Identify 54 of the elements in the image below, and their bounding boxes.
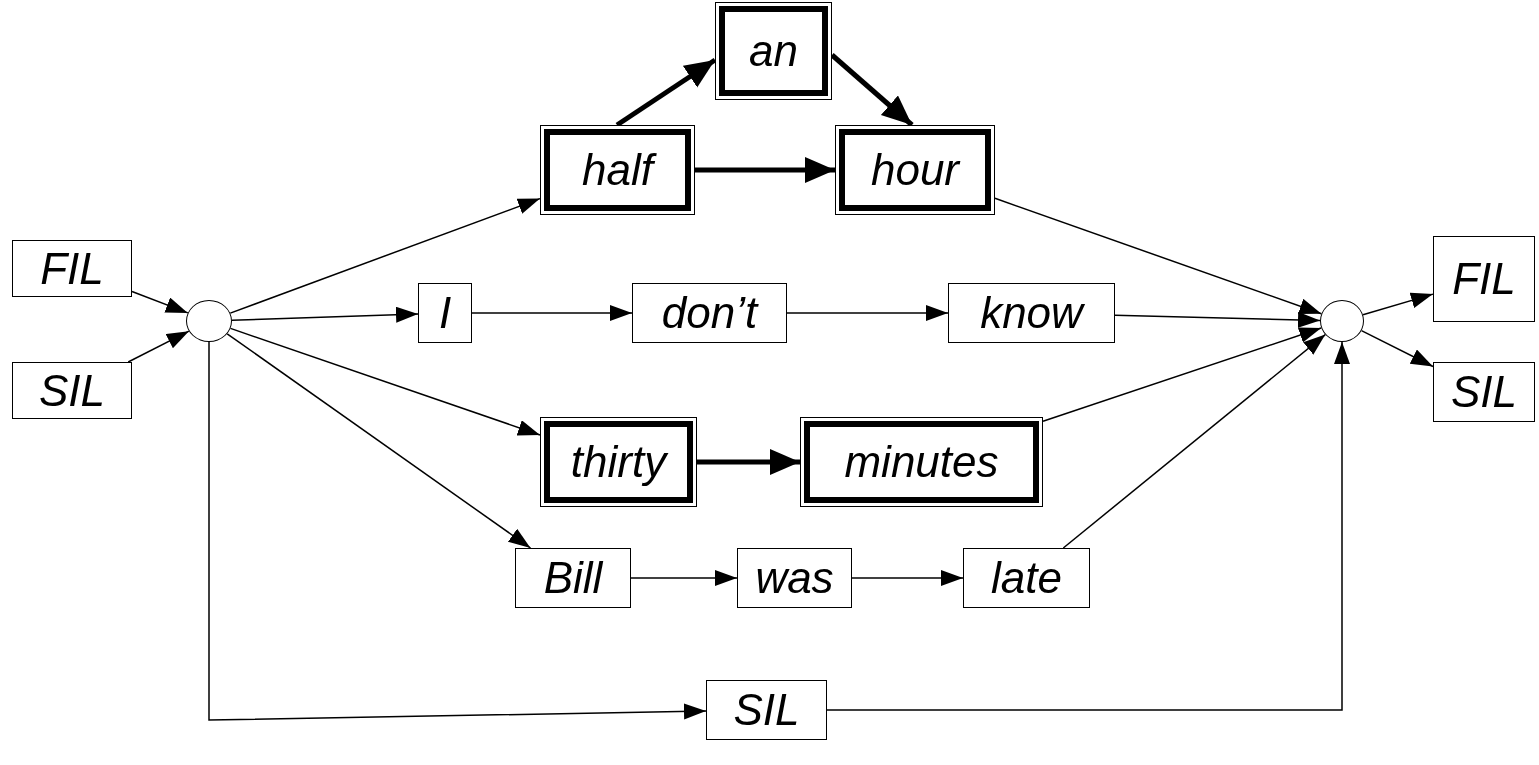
arrow [208,341,707,721]
arrow [630,570,738,586]
arrow [786,305,949,321]
word-box [632,283,787,343]
arrow [471,305,633,321]
word-label: know [980,291,1083,335]
arrow [1360,329,1434,368]
word-label: Bill [543,556,603,600]
word-box-emphasized [715,2,832,100]
arrow [127,330,190,363]
arrow [1042,327,1322,423]
arrow [229,197,541,314]
arrow [226,333,532,549]
word-box [12,240,132,297]
arrow [231,306,419,323]
word-box [1433,362,1535,422]
word-box [737,548,852,608]
word-box [12,362,132,419]
arrow [1062,333,1327,549]
word-box [1433,236,1535,322]
word-box [963,548,1090,608]
word-box [418,283,472,343]
word-label: FIL [40,246,104,291]
word-box [706,680,827,740]
junction-circle [1320,300,1364,342]
word-label: don’t [661,291,758,335]
junction-circle [186,300,232,342]
arrow [1362,292,1434,316]
word-label: was [755,556,834,600]
arrow [697,449,800,475]
word-box-emphasized [540,417,697,507]
arrow [695,157,835,183]
word-label: FIL [1452,257,1516,301]
word-box [515,548,631,608]
arrow [131,290,189,314]
word-box-emphasized [800,417,1043,507]
word-label: late [991,556,1062,600]
word-label: SIL [1450,370,1517,414]
word-box [948,283,1115,343]
arrow [1114,311,1321,328]
word-label: thirty [570,440,667,484]
word-label: I [438,291,452,335]
arrow [229,327,541,436]
word-label: an [749,29,798,73]
word-label: hour [870,148,960,192]
arrow [994,197,1323,315]
arrow [851,570,964,586]
word-label: SIL [38,368,105,413]
arrow [830,53,914,127]
arrow [826,341,1350,711]
word-box-emphasized [835,125,995,215]
word-box-emphasized [540,125,695,215]
word-label: SIL [733,688,800,732]
word-label: minutes [844,440,999,484]
